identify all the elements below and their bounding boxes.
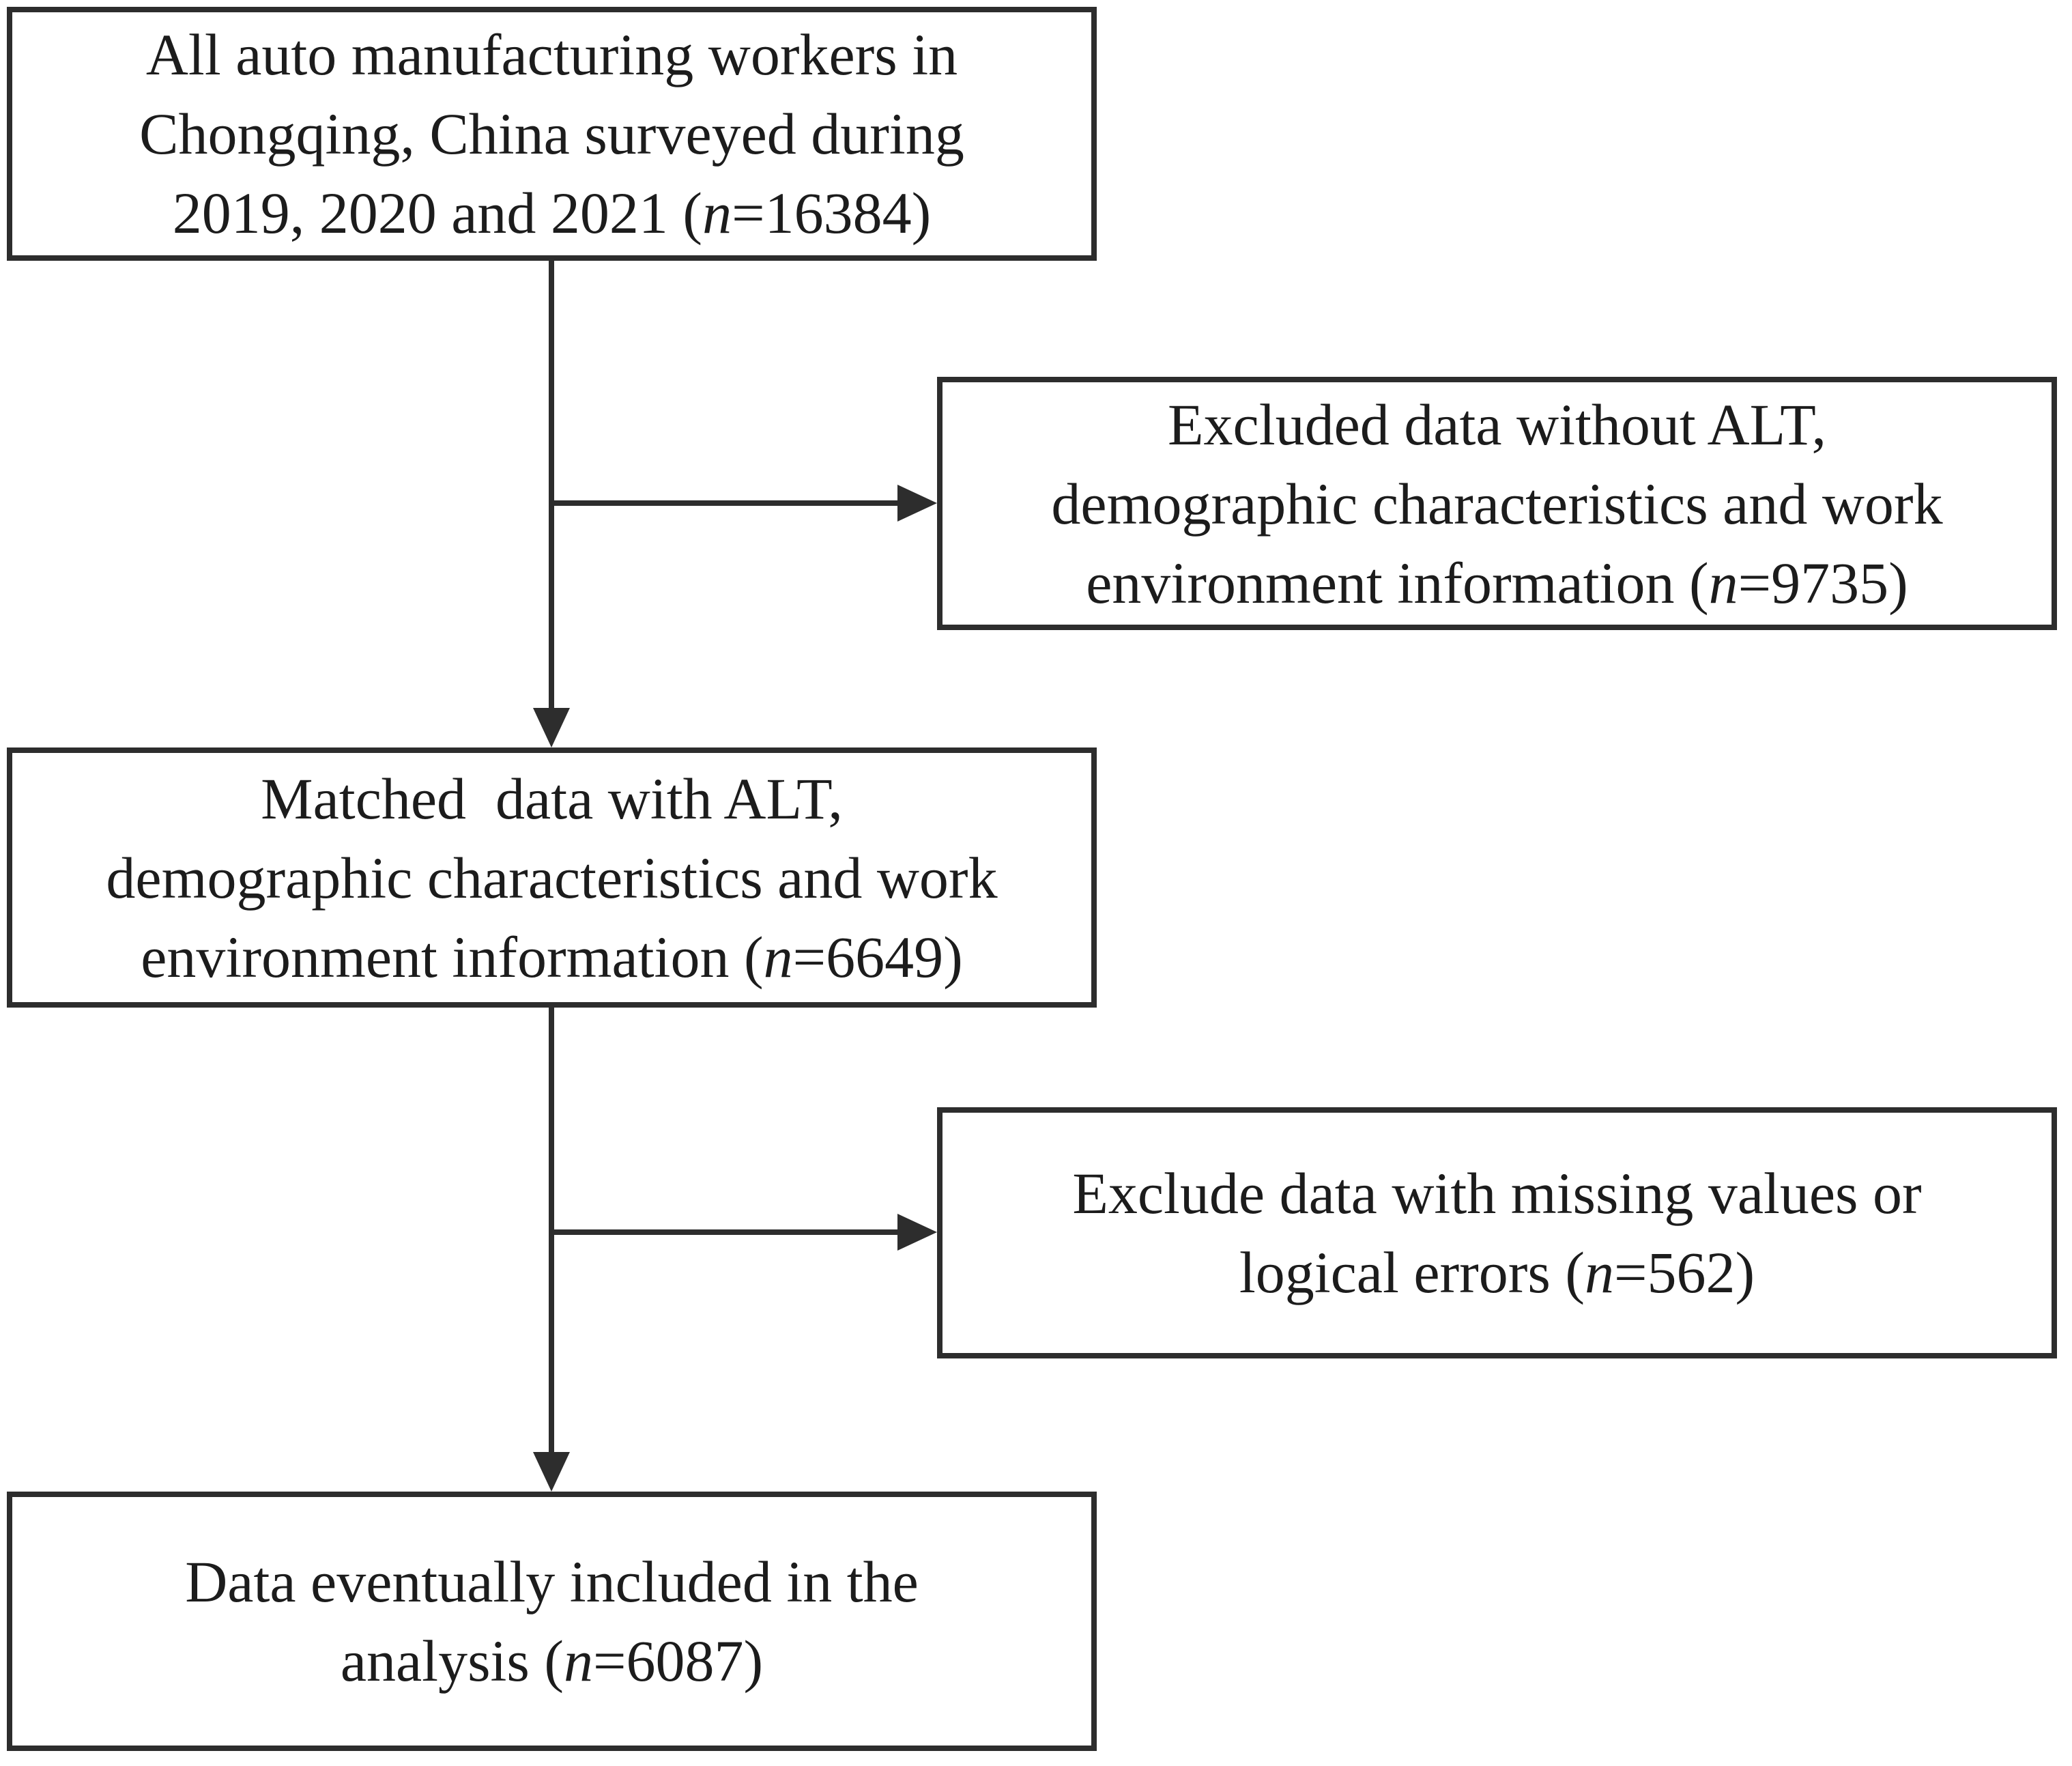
text-suffix: =9735) [1738,550,1908,616]
box-population-line-3: 2019, 2020 and 2021 (n=16384) [173,173,931,253]
text-suffix: =6087) [593,1628,764,1694]
box-matched-line-2: demographic characteristics and work [106,844,998,911]
box-matched-line-1: Matched data with ALT, [261,765,843,831]
text-prefix: analysis ( [340,1628,564,1694]
n-symbol: n [1585,1240,1615,1305]
text-prefix: environment information ( [141,924,764,990]
text-suffix: =562) [1614,1240,1755,1305]
arrowhead-down-into-final-icon [533,1452,570,1492]
n-symbol: n [763,924,793,990]
box-excluded2-line-1: Exclude data with missing values or [1072,1160,1922,1226]
box-matched-line-3: environment information (n=6649) [141,917,962,997]
text-prefix: environment information ( [1086,550,1709,616]
box-excluded-without-alt: Excluded data without ALT, demographic c… [937,377,2057,630]
box-final-line-1: Data eventually included in the [185,1549,919,1614]
box-final-line-2: analysis (n=6087) [341,1621,763,1700]
n-symbol: n [1708,550,1738,616]
box-excluded1-line-1: Excluded data without ALT, [1168,391,1826,457]
arrowhead-down-into-matched-icon [533,708,570,747]
arrow-line-population-to-matched [549,259,554,709]
text-prefix: 2019, 2020 and 2021 ( [172,180,703,246]
arrowhead-right-into-excluded2-icon [897,1214,937,1251]
box-population-line-2: Chongqing, China surveyed during [139,101,964,167]
box-matched-data: Matched data with ALT, demographic chara… [7,747,1097,1008]
box-excluded1-line-2: demographic characteristics and work [1051,470,1943,537]
box-population: All auto manufacturing workers in Chongq… [7,7,1097,261]
text-suffix: =6649) [792,924,963,990]
n-symbol: n [564,1628,594,1694]
arrow-line-to-excluded-missing [549,1229,900,1235]
box-final-analysis: Data eventually included in the analysis… [7,1492,1097,1751]
box-excluded1-line-3: environment information (n=9735) [1086,543,1908,623]
box-excluded2-line-2: logical errors (n=562) [1239,1233,1755,1312]
box-excluded-missing-values: Exclude data with missing values or logi… [937,1107,2057,1358]
box-population-line-1: All auto manufacturing workers in [145,22,958,87]
arrow-line-to-excluded-without-alt [549,500,900,506]
n-symbol: n [702,180,732,246]
text-prefix: logical errors ( [1239,1240,1585,1305]
arrowhead-right-into-excluded1-icon [897,485,937,522]
text-suffix: =16384) [732,180,932,246]
